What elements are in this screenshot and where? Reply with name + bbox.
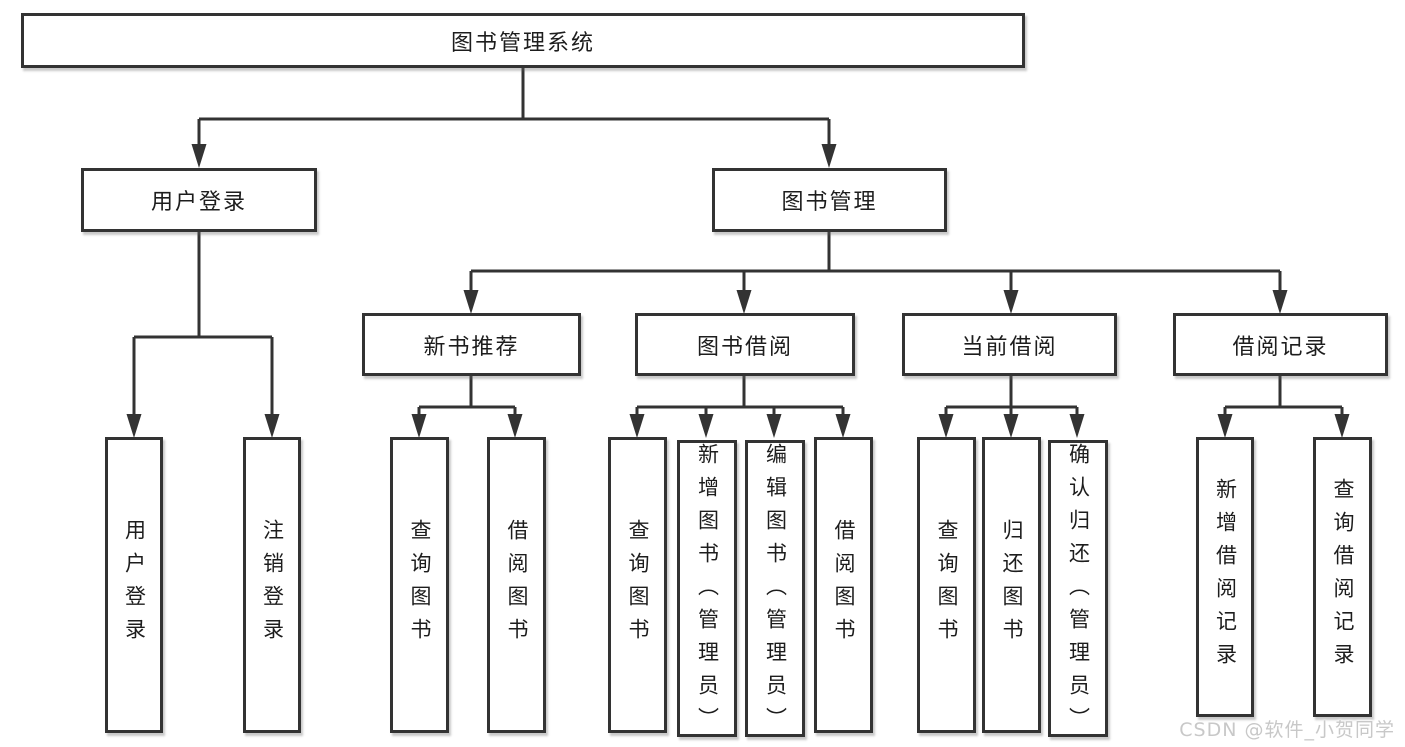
node-new-book-recommend: 新书推荐 <box>362 313 581 376</box>
leaf-user-login: 用户登录 <box>105 437 163 733</box>
node-library-management-system: 图书管理系统 <box>21 13 1025 68</box>
node-borrow-records: 借阅记录 <box>1173 313 1388 376</box>
leaf-borrowing-add-books-admin: 新增图书（管理员） <box>677 440 737 740</box>
leaf-borrowing-borrow-books: 借阅图书 <box>814 437 873 733</box>
leaf-records-add-record: 新增借阅记录 <box>1196 437 1254 717</box>
leaf-logout: 注销登录 <box>243 437 301 733</box>
csdn-watermark: CSDN @软件_小贺同学 <box>1179 719 1395 741</box>
leaf-current-confirm-return-admin: 确认归还（管理员） <box>1048 440 1108 740</box>
leaf-borrowing-edit-books-admin: 编辑图书（管理员） <box>745 440 805 740</box>
leaf-records-query-record: 查询借阅记录 <box>1313 437 1372 717</box>
leaf-borrowing-query-books: 查询图书 <box>608 437 667 733</box>
node-user-login: 用户登录 <box>81 168 317 232</box>
node-book-borrowing: 图书借阅 <box>635 313 855 376</box>
node-current-borrowing: 当前借阅 <box>902 313 1117 376</box>
leaf-recommend-borrow-books: 借阅图书 <box>487 437 546 733</box>
leaf-current-return-books: 归还图书 <box>982 437 1041 733</box>
node-book-management: 图书管理 <box>712 168 947 232</box>
leaf-recommend-query-books: 查询图书 <box>390 437 449 733</box>
leaf-current-query-books: 查询图书 <box>917 437 976 733</box>
